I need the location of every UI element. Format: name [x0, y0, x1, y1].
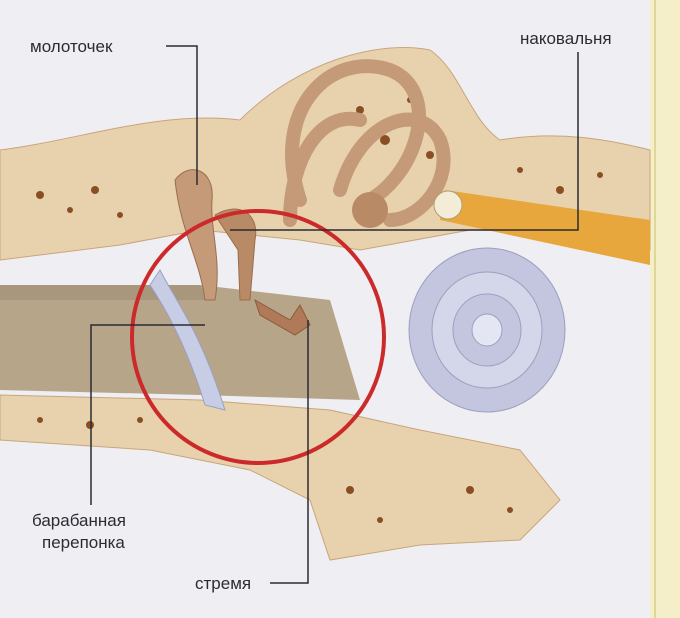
eardrum-leader: [90, 324, 205, 505]
incus: [214, 208, 257, 301]
semicircular-canals: [283, 59, 451, 227]
temporal-bone-lower: [0, 394, 561, 561]
auditory-nerve: [440, 190, 650, 265]
stapes: [254, 298, 311, 336]
malleus-leader: [166, 45, 198, 185]
eardrum: [149, 269, 226, 411]
label-incus: наковальня: [520, 29, 612, 48]
stapes-leader: [270, 320, 309, 584]
incus-leader: [230, 52, 579, 231]
highlight-circle: [130, 209, 386, 465]
label-malleus: молоточек: [30, 37, 113, 56]
ear-canal: [0, 285, 360, 400]
cochlea: [408, 247, 566, 413]
label-eardrum-line1: барабанная: [32, 511, 126, 530]
vestibule: [352, 192, 388, 228]
leader-lines: [90, 45, 579, 584]
malleus: [174, 169, 218, 301]
bone-pores: [36, 97, 603, 523]
label-eardrum-line2: перепонка: [42, 533, 125, 552]
label-stapes: стремя: [195, 574, 252, 593]
